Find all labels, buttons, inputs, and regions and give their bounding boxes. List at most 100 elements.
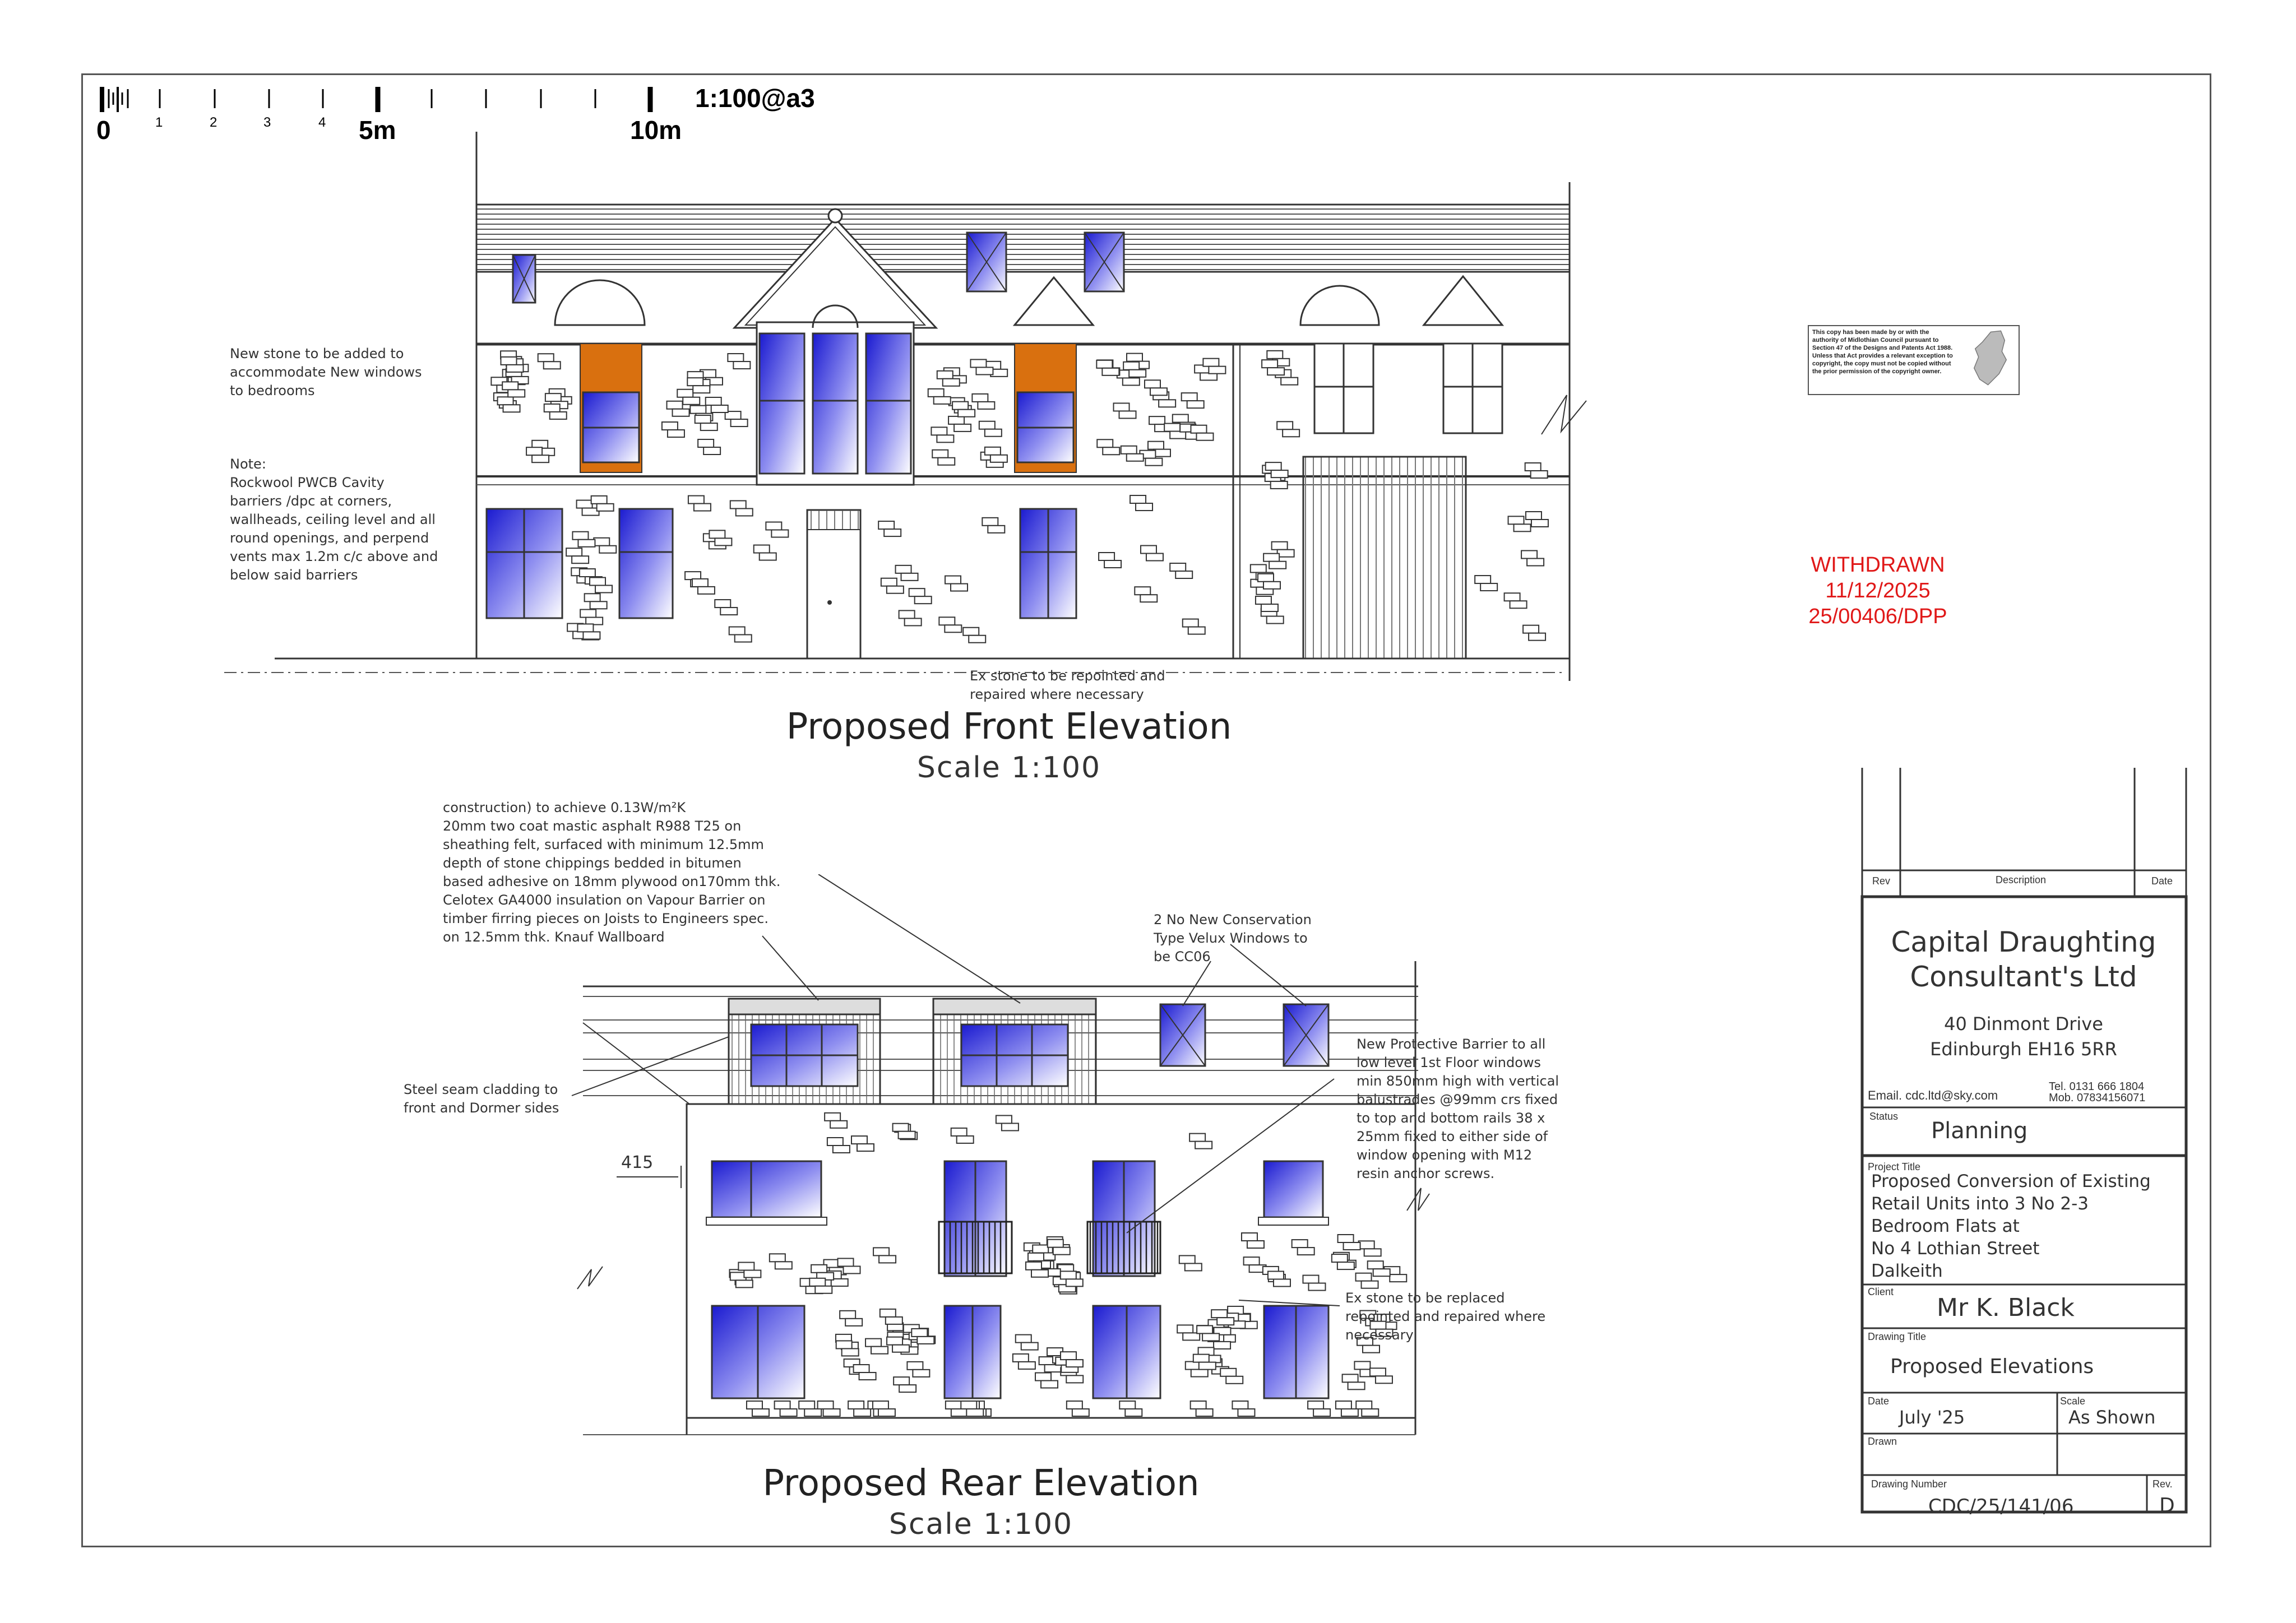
- stone: [753, 544, 777, 561]
- stone: [837, 1258, 861, 1274]
- stone: [971, 393, 996, 410]
- stamp-date: 11/12/2025: [1825, 579, 1931, 602]
- stone: [1059, 1351, 1084, 1368]
- stone: [1503, 592, 1527, 609]
- stone: [1265, 462, 1289, 479]
- scale-label-4: 4: [318, 115, 326, 130]
- stone: [1335, 1401, 1359, 1417]
- stone: [1522, 624, 1547, 641]
- tb-company-name: Capital Draughting Consultant's Ltd: [1864, 925, 2183, 994]
- stone: [1255, 596, 1279, 613]
- stone: [879, 1308, 903, 1325]
- stone: [906, 1361, 931, 1378]
- stone: [497, 396, 521, 413]
- scale-label-2: 2: [210, 115, 217, 130]
- stone: [1015, 1334, 1039, 1351]
- stone: [1521, 550, 1545, 567]
- stone: [1240, 1232, 1265, 1249]
- stone: [728, 626, 752, 643]
- stone: [995, 1115, 1019, 1132]
- stone: [938, 616, 962, 633]
- stone: [1130, 495, 1154, 512]
- stone: [746, 1401, 770, 1417]
- stamp-withdrawn: WITHDRAWN: [1811, 553, 1945, 577]
- scale-label-1: 1: [155, 115, 163, 130]
- copyright-box: This copy has been made by or with the a…: [1808, 325, 2020, 395]
- stone: [729, 500, 753, 517]
- stone: [1194, 364, 1218, 381]
- stone: [798, 1401, 822, 1417]
- stone: [960, 1401, 984, 1417]
- stone: [817, 1401, 841, 1417]
- stone: [1271, 541, 1295, 558]
- stone: [1098, 552, 1122, 569]
- stone: [824, 1112, 848, 1129]
- tb-status-label: Status: [1869, 1111, 1899, 1122]
- stone: [1202, 358, 1226, 374]
- stone: [1232, 1401, 1256, 1417]
- stone: [1367, 1260, 1391, 1277]
- stone: [1267, 1270, 1291, 1287]
- tb-rev-label: Rev.: [2152, 1478, 2173, 1490]
- stone: [1169, 563, 1193, 579]
- stone: [850, 1135, 874, 1152]
- stone: [927, 388, 951, 405]
- stone: [577, 623, 601, 640]
- rear-elevation-drawing: [571, 874, 1430, 1435]
- tb-company-line2: Consultant's Ltd: [1910, 961, 2137, 993]
- stone: [1211, 1309, 1235, 1326]
- stone: [1147, 440, 1171, 457]
- stone: [1276, 421, 1300, 438]
- stone: [936, 370, 960, 387]
- stone: [709, 530, 733, 546]
- stone: [1331, 1254, 1355, 1270]
- stone: [584, 593, 608, 610]
- tb-mob: Mob. 07834156071: [2049, 1092, 2146, 1104]
- stone: [872, 1401, 896, 1417]
- stone: [1341, 1374, 1365, 1390]
- stone: [724, 411, 748, 428]
- stone: [895, 564, 919, 581]
- stone: [835, 1340, 859, 1357]
- tb-email: Email. cdc.ltd@sky.com: [1868, 1088, 1998, 1102]
- drawing-frame: [81, 73, 2211, 1547]
- stone: [1059, 1270, 1084, 1287]
- stone: [970, 359, 994, 375]
- stone: [878, 521, 902, 537]
- tb-drawing-title-value: Proposed Elevations: [1890, 1355, 2094, 1378]
- stone: [1066, 1401, 1090, 1417]
- tb-status-value: Planning: [1931, 1118, 2028, 1144]
- stone: [1096, 439, 1121, 456]
- stone: [1035, 1372, 1059, 1389]
- stone: [1263, 553, 1287, 569]
- stone: [727, 353, 751, 370]
- scale-label-0: 0: [96, 115, 111, 145]
- stone: [893, 1376, 917, 1393]
- withdrawn-stamp: WITHDRAWN 11/12/2025 25/00406/DPP: [1755, 552, 2001, 629]
- stone: [500, 356, 524, 373]
- scale-label-3: 3: [263, 115, 271, 130]
- stone: [1189, 1401, 1214, 1417]
- stone: [1369, 1320, 1394, 1337]
- tb-scale-value: As Shown: [2068, 1407, 2156, 1428]
- stone: [1123, 361, 1147, 378]
- stone: [873, 1247, 897, 1264]
- stone: [948, 415, 972, 432]
- stone: [1220, 1367, 1244, 1384]
- stone: [1047, 1239, 1071, 1255]
- stone: [962, 627, 987, 643]
- tb-tel: Tel. 0131 666 1804: [2049, 1081, 2145, 1093]
- stone: [537, 353, 561, 370]
- tb-drawing-title-label: Drawing Title: [1868, 1331, 1927, 1342]
- stone: [945, 575, 969, 592]
- stone: [886, 1336, 910, 1353]
- stone: [566, 548, 590, 564]
- tb-description-header: Description: [1996, 874, 2047, 885]
- tb-client-value: Mr K. Black: [1937, 1293, 2075, 1322]
- stone: [1177, 1324, 1201, 1341]
- stone: [687, 377, 711, 394]
- stamp-reference: 25/00406/DPP: [1808, 605, 1947, 628]
- stone: [1120, 445, 1144, 462]
- note-rear-velux: 2 No New Conservation Type Velux Windows…: [1154, 912, 1312, 964]
- stone: [1369, 1367, 1393, 1384]
